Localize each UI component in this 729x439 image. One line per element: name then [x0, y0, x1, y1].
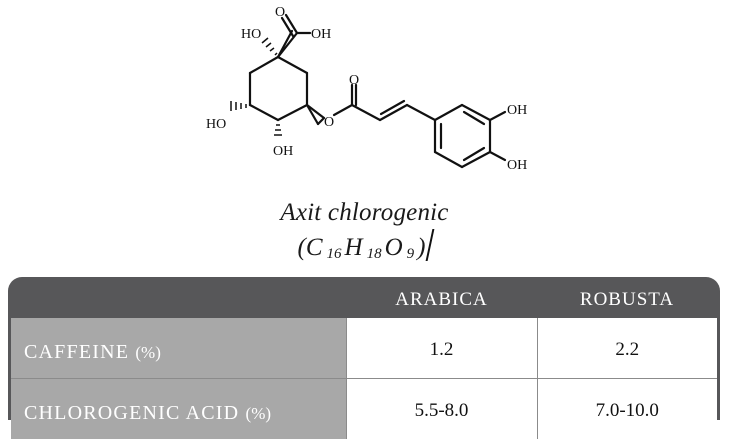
compound-name: Axit chlorogenic [0, 199, 729, 227]
formula-carbon: C [306, 234, 323, 261]
atom-label: O [275, 5, 285, 20]
formula-oxygen-count: 9 [407, 246, 415, 262]
header-arabica: ARABICA [346, 277, 537, 318]
atom-label: HO [206, 117, 226, 132]
header-empty [11, 277, 346, 318]
row-label-caffeine: CAFFEINE (%) [11, 318, 346, 379]
formula-paren-close: ) [417, 234, 425, 261]
comparison-table: ARABICA ROBUSTA CAFFEINE (%) 1.2 2.2 CHL… [8, 277, 720, 420]
formula-oxygen: O [385, 234, 403, 261]
formula-carbon-count: 16 [327, 246, 342, 262]
atom-label: HO [241, 27, 261, 42]
molecule-diagram: O OH HO O O OH OH HO OH [0, 0, 729, 190]
atom-label: OH [273, 144, 293, 159]
atom-label: O [324, 115, 334, 130]
coffee-composition-table: ARABICA ROBUSTA CAFFEINE (%) 1.2 2.2 CHL… [11, 277, 717, 439]
row-label-text: CAFFEINE [24, 341, 129, 363]
atom-label: OH [507, 158, 527, 173]
cell-caffeine-arabica: 1.2 [346, 318, 537, 379]
formula-hydrogen: H [345, 234, 363, 261]
atom-label: O [349, 73, 359, 88]
table-row-caffeine: CAFFEINE (%) 1.2 2.2 [11, 318, 717, 379]
text-cursor-mark [426, 229, 435, 261]
row-label-chlorogenic-acid: CHLOROGENIC ACID (%) [11, 379, 346, 439]
formula-hydrogen-count: 18 [367, 246, 382, 262]
chlorogenic-acid-structure: O OH HO O O OH OH HO OH [0, 0, 729, 190]
atom-label: OH [507, 103, 527, 118]
table-row-chlorogenic-acid: CHLOROGENIC ACID (%) 5.5-8.0 7.0-10.0 [11, 379, 717, 439]
cell-chlorogenic-robusta: 7.0-10.0 [537, 379, 717, 439]
cell-caffeine-robusta: 2.2 [537, 318, 717, 379]
row-label-unit: (%) [246, 404, 271, 423]
row-label-text: CHLOROGENIC ACID [24, 402, 239, 424]
formula-paren-open: ( [298, 234, 306, 261]
row-label-unit: (%) [135, 343, 160, 362]
header-robusta: ROBUSTA [537, 277, 717, 318]
atom-label: OH [311, 27, 331, 42]
table-header-row: ARABICA ROBUSTA [11, 277, 717, 318]
cell-chlorogenic-arabica: 5.5-8.0 [346, 379, 537, 439]
